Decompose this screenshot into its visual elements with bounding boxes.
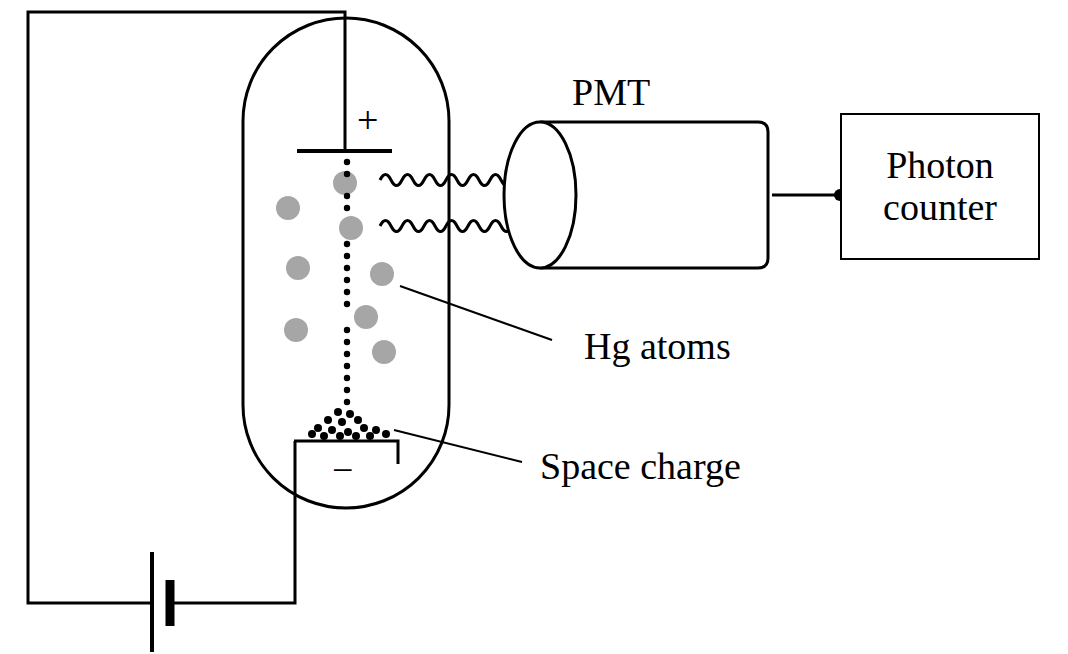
leader-line — [400, 286, 552, 340]
battery-plate — [166, 580, 175, 626]
anode-sign: + — [357, 100, 378, 142]
callout-label: Space charge — [540, 446, 741, 488]
box-label: Photon counter — [852, 145, 1028, 229]
counter-box: Photon counter — [840, 113, 1040, 260]
cylinder-face — [504, 122, 576, 268]
signal-cable — [772, 189, 846, 201]
wire — [172, 441, 295, 603]
battery-plate — [150, 552, 154, 652]
leader-line — [394, 430, 522, 462]
hg-atoms — [276, 171, 396, 364]
callout-label: Hg atoms — [584, 326, 731, 368]
wire — [28, 12, 345, 603]
glass-tube — [243, 18, 449, 508]
photon-wave — [380, 221, 512, 232]
electron-beam — [344, 159, 350, 405]
cable-line — [772, 194, 840, 197]
cathode-sign: − — [332, 450, 353, 492]
pmt-node: PMT — [500, 72, 772, 270]
device-label: PMT — [572, 72, 650, 114]
space-charge — [308, 408, 390, 440]
cylinder-outline — [500, 120, 772, 270]
photon-wave — [380, 175, 512, 186]
anode-plate — [297, 149, 392, 153]
